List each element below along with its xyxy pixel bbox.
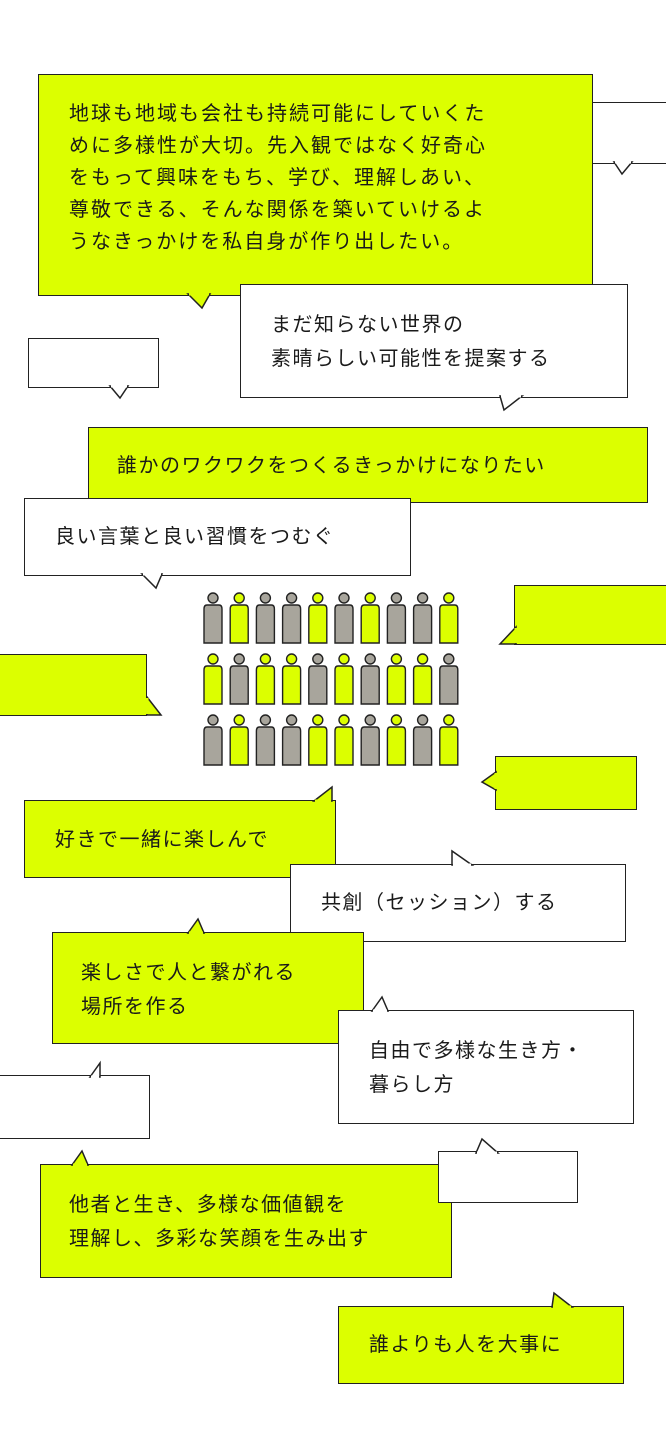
person-icon — [360, 653, 380, 705]
person-icon — [439, 592, 459, 644]
bubble-text: まだ知らない世界の 素晴らしい可能性を提案する — [271, 312, 551, 370]
empty-bubble-6 — [0, 1075, 150, 1139]
person-icon — [255, 653, 276, 705]
bubble-tail — [370, 995, 390, 1013]
speech-bubble-enjoy-together: 好きで一緒に楽しんで — [24, 800, 336, 878]
bubble-text: 他者と生き、多様な価値観を 理解し、多彩な笑顔を生み出す — [69, 1192, 370, 1250]
empty-bubble-5 — [495, 756, 637, 810]
speech-bubble-possibility: まだ知らない世界の 素晴らしい可能性を提案する — [240, 284, 628, 398]
speech-bubble-good-words: 良い言葉と良い習慣をつむぐ — [24, 498, 411, 576]
bubble-tail — [70, 1149, 90, 1167]
bubble-tail — [451, 849, 475, 867]
person-icon — [203, 714, 223, 766]
person-icon — [386, 592, 407, 644]
person-icon — [255, 592, 276, 644]
person-icon — [360, 714, 380, 766]
bubble-tail — [108, 384, 130, 400]
speech-bubble-diverse-lifestyle: 自由で多様な生き方・ 暮らし方 — [338, 1010, 634, 1124]
person-icon — [229, 592, 249, 644]
person-icon — [334, 653, 354, 705]
bubble-tail — [88, 1060, 101, 1079]
person-icon — [334, 592, 354, 644]
bubble-text: 誰かのワクワクをつくるきっかけになりたい — [117, 453, 546, 477]
person-icon — [281, 714, 302, 766]
person-icon — [386, 714, 407, 766]
person-icon — [229, 653, 249, 705]
speech-bubble-cherish-people: 誰よりも人を大事に — [338, 1306, 624, 1384]
bubble-tail — [499, 394, 525, 412]
person-icon — [386, 653, 407, 705]
speech-bubble-diversity: 地球も地域も会社も持続可能にしていくた めに多様性が大切。先入観ではなく好奇心 … — [38, 74, 593, 296]
bubble-text: 好きで一緒に楽しんで — [55, 827, 269, 851]
bubble-tail — [145, 694, 163, 716]
person-icon — [412, 653, 433, 705]
bubble-tail — [498, 625, 518, 645]
person-icon — [281, 592, 302, 644]
bubble-tail — [551, 1291, 575, 1309]
empty-bubble-3 — [514, 585, 666, 645]
empty-bubble-4 — [0, 654, 147, 716]
person-icon — [281, 653, 302, 705]
person-icon — [229, 714, 249, 766]
person-icon — [439, 714, 459, 766]
bubble-tail — [311, 785, 333, 803]
speech-bubble-excitement: 誰かのワクワクをつくるきっかけになりたい — [88, 427, 648, 503]
people-group-illustration — [203, 592, 459, 766]
bubble-tail — [140, 572, 164, 590]
person-icon — [308, 592, 328, 644]
person-icon — [334, 714, 354, 766]
person-icon — [255, 714, 276, 766]
person-icon — [412, 714, 433, 766]
person-icon — [308, 714, 328, 766]
empty-bubble-2 — [28, 338, 159, 388]
bubble-tail — [186, 917, 206, 935]
bubble-text: 誰よりも人を大事に — [369, 1332, 563, 1356]
bubble-tail — [186, 292, 212, 310]
speech-bubble-connect-place: 楽しさで人と繋がれる 場所を作る — [52, 932, 364, 1044]
bubble-text: 地球も地域も会社も持続可能にしていくた めに多様性が大切。先入観ではなく好奇心 … — [69, 101, 487, 253]
bubble-tail — [612, 160, 634, 176]
bubble-text: 良い言葉と良い習慣をつむぐ — [55, 524, 335, 548]
empty-bubble-7 — [438, 1151, 578, 1203]
person-icon — [439, 653, 459, 705]
bubble-text: 共創（セッション）する — [321, 890, 558, 914]
person-icon — [412, 592, 433, 644]
bubble-text: 楽しさで人と繋がれる 場所を作る — [81, 960, 296, 1018]
speech-bubble-diverse-smiles: 他者と生き、多様な価値観を 理解し、多彩な笑顔を生み出す — [40, 1164, 452, 1278]
person-icon — [203, 653, 223, 705]
person-icon — [203, 592, 223, 644]
bubble-tail — [480, 770, 498, 792]
person-icon — [360, 592, 380, 644]
speech-bubble-co-creation: 共創（セッション）する — [290, 864, 626, 942]
bubble-text: 自由で多様な生き方・ 暮らし方 — [369, 1038, 584, 1096]
person-icon — [308, 653, 328, 705]
bubble-tail — [474, 1137, 500, 1155]
